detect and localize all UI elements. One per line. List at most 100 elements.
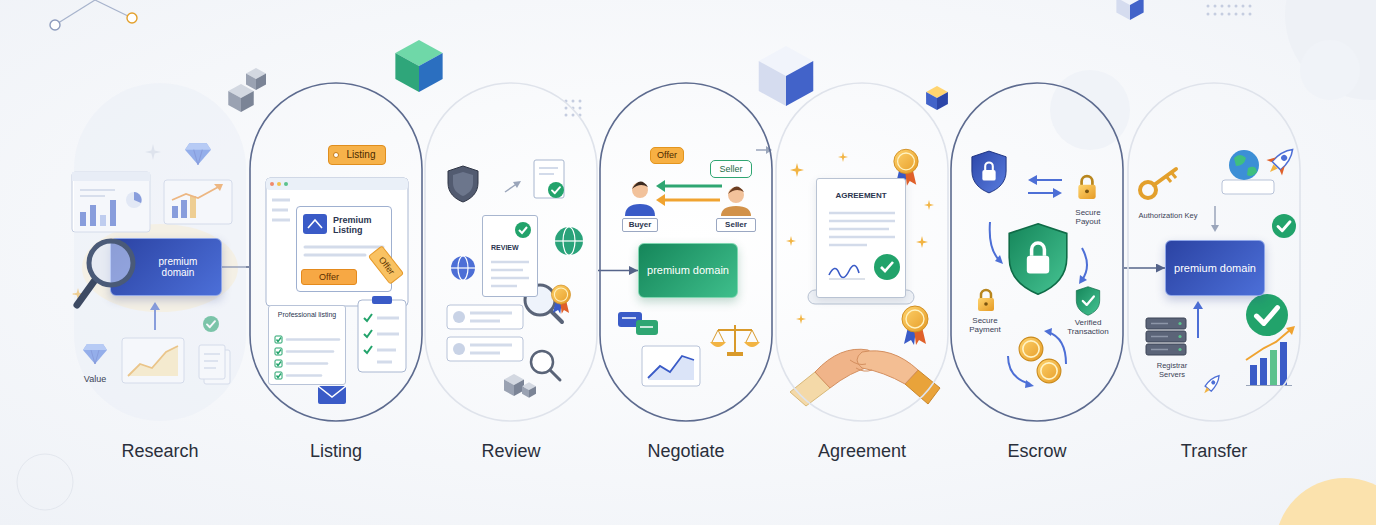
- escrow-illustration: [1037, 359, 1061, 383]
- review-document: [491, 285, 517, 288]
- negotiate-illustration: [664, 199, 720, 202]
- escrow-illustration: [1009, 224, 1067, 294]
- transfer-illustration: [1278, 166, 1288, 176]
- escrow-illustration: [995, 255, 1003, 264]
- negotiate-illustration: [632, 181, 648, 189]
- agreement-illustration: [838, 152, 848, 162]
- research-illustration: [100, 215, 106, 226]
- checklist-panel: [275, 360, 282, 367]
- listing-illustration: [364, 330, 372, 337]
- agreement-illustration: [924, 200, 934, 210]
- transfer-illustration: [1154, 169, 1176, 185]
- dot-grid: [565, 100, 568, 103]
- escrow-illustration: [1082, 248, 1087, 280]
- checklist-panel: [277, 362, 282, 366]
- negotiate-illustration: [718, 329, 752, 331]
- dot-grid: [1207, 13, 1210, 16]
- stage-capsule: [950, 82, 1124, 422]
- research-illustration: [72, 172, 150, 232]
- research-illustration: [204, 360, 218, 362]
- negotiate-illustration: [728, 186, 744, 194]
- transfer-illustration: [1260, 358, 1267, 385]
- research-illustration: [128, 346, 178, 376]
- agreement-illustration: [786, 149, 940, 406]
- transfer-illustration: [1234, 155, 1246, 166]
- review-illustration: [504, 374, 524, 396]
- node-text: Offer: [657, 150, 677, 160]
- escrow-illustration: [972, 151, 1100, 388]
- cube-decoration: [926, 86, 948, 110]
- negotiate-illustration: [632, 182, 648, 198]
- stage-capsule: Escrow: [950, 82, 1124, 467]
- research-illustration: [199, 345, 225, 379]
- negotiate-illustration: [718, 330, 724, 342]
- review-illustration: [551, 285, 570, 314]
- dot-grid: [1242, 13, 1245, 16]
- negotiate-illustration: [721, 206, 751, 216]
- dot-grid: [572, 100, 575, 103]
- dot-grid: [565, 107, 568, 110]
- negotiate-illustration: [746, 330, 752, 342]
- dot-grid: [1242, 5, 1245, 8]
- node-text: Seller: [725, 220, 747, 229]
- agreement-document: [829, 228, 889, 231]
- listing-card: [308, 220, 322, 228]
- review-illustration: [451, 256, 475, 280]
- dot-grid: [565, 114, 568, 117]
- checklist-panel: [275, 348, 282, 355]
- dot-grid: [1235, 5, 1238, 8]
- transfer-illustration: [1210, 380, 1216, 386]
- agreement-illustration: [857, 351, 918, 384]
- agreement-document: AGREEMENT: [816, 178, 906, 298]
- review-document: [483, 216, 539, 298]
- escrow-illustration: [1044, 328, 1052, 336]
- research-illustration: [172, 186, 220, 200]
- agreement-document: [881, 262, 893, 271]
- research-illustration: [83, 344, 107, 364]
- review-illustration: [513, 181, 521, 188]
- review-document: [515, 222, 531, 238]
- escrow-illustration: [1008, 356, 1030, 384]
- transfer-illustration: [1246, 330, 1290, 360]
- price-tag: Listing: [328, 145, 386, 165]
- escrow-illustration: [1036, 179, 1062, 181]
- negotiate-illustration: [656, 180, 665, 192]
- agreement-document: [829, 236, 895, 239]
- negotiate-illustration: [656, 194, 665, 206]
- domain-card: premium domain: [110, 238, 222, 296]
- dot-grid: [1214, 5, 1217, 8]
- listing-illustration: [272, 199, 290, 202]
- escrow-illustration: [1078, 176, 1095, 199]
- review-illustration: [555, 240, 583, 241]
- negotiate-illustration: [766, 146, 772, 154]
- escrow-illustration: [1076, 287, 1099, 316]
- review-illustration: [447, 305, 523, 329]
- review-illustration: [453, 343, 465, 355]
- review-document: REVIEW: [482, 215, 538, 297]
- listing-illustration: [372, 296, 392, 304]
- negotiate-illustration: [664, 185, 722, 188]
- offer-button: Offer: [301, 269, 357, 285]
- stage-label: Agreement: [775, 440, 949, 462]
- review-illustration: [447, 337, 523, 361]
- domain-card: premium domain: [638, 243, 738, 298]
- listing-illustration: [277, 182, 281, 186]
- transfer-illustration: [1203, 387, 1210, 394]
- stage-capsule: Agreement AGREEMENT: [775, 82, 949, 467]
- stage-capsule: [74, 83, 246, 421]
- negotiate-illustration: [642, 346, 700, 386]
- stage-label: Transfer: [1127, 440, 1301, 462]
- dot-grid: [579, 114, 582, 117]
- checklist-panel: [287, 362, 327, 365]
- node-text: Listing: [347, 149, 376, 161]
- stage-capsule: ListingListingPremium ListingOfferOfferP…: [249, 82, 423, 467]
- stage-capsule: [1128, 83, 1300, 421]
- transfer-illustration: [1247, 167, 1257, 176]
- research-illustration: [214, 184, 223, 191]
- review-illustration: [470, 312, 512, 315]
- review-illustration: [448, 166, 478, 202]
- research-illustration: [164, 180, 232, 224]
- research-illustration: [72, 143, 238, 384]
